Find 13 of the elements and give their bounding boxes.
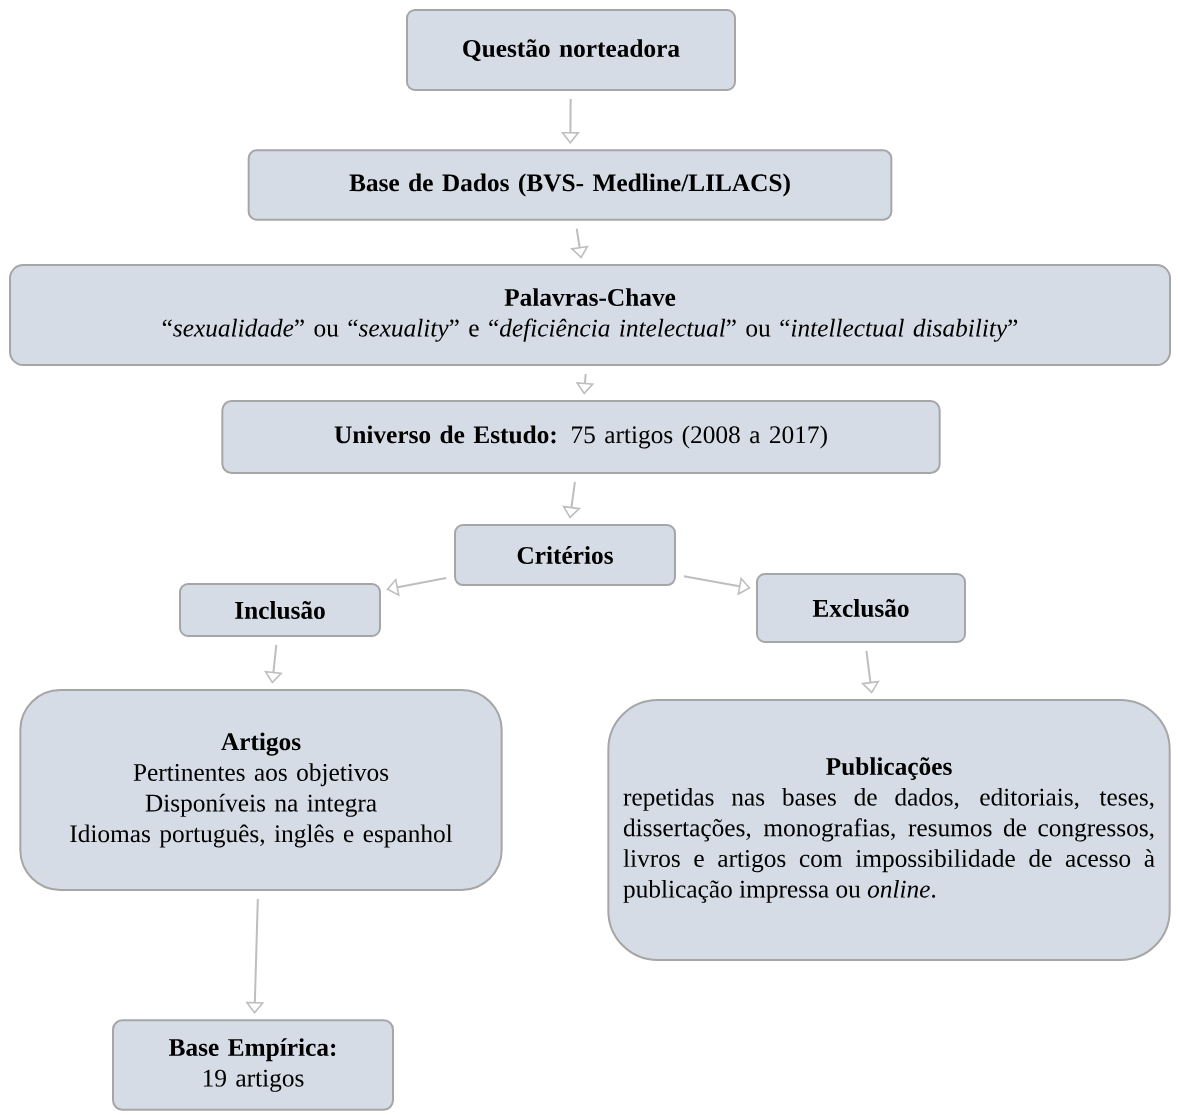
process-box: Inclusão: [179, 583, 381, 637]
process-box: Palavras-Chave “sexualidade” ou “sexuality” e “deficiência intelectual” ou “intellectual disability”: [9, 264, 1171, 366]
arrow: [386, 576, 448, 597]
process-box: Publicações repetidas nas bases de dados, editoriais, teses, dissertações, monografias, resumos de congressos, livros e artigos com impossibilidade de acesso à publicação impressa ou online.: [607, 699, 1171, 961]
arrow: [264, 643, 283, 684]
process-box: Critérios: [454, 524, 676, 586]
process-box: Artigos Pertinentes aos objetivos Disponíveis na integra Idiomas português, inglês e espanhol: [19, 689, 503, 891]
arrow: [562, 480, 581, 519]
process-box: Base Empírica: 19 artigos: [112, 1019, 394, 1111]
process-box: Universo de Estudo: 75 artigos (2008 a 2017): [221, 400, 941, 474]
process-box: Base de Dados (BVS- Medline/LILACS): [247, 149, 893, 221]
process-box: Questão norteadora: [406, 9, 736, 91]
process-box: Exclusão: [756, 573, 966, 643]
